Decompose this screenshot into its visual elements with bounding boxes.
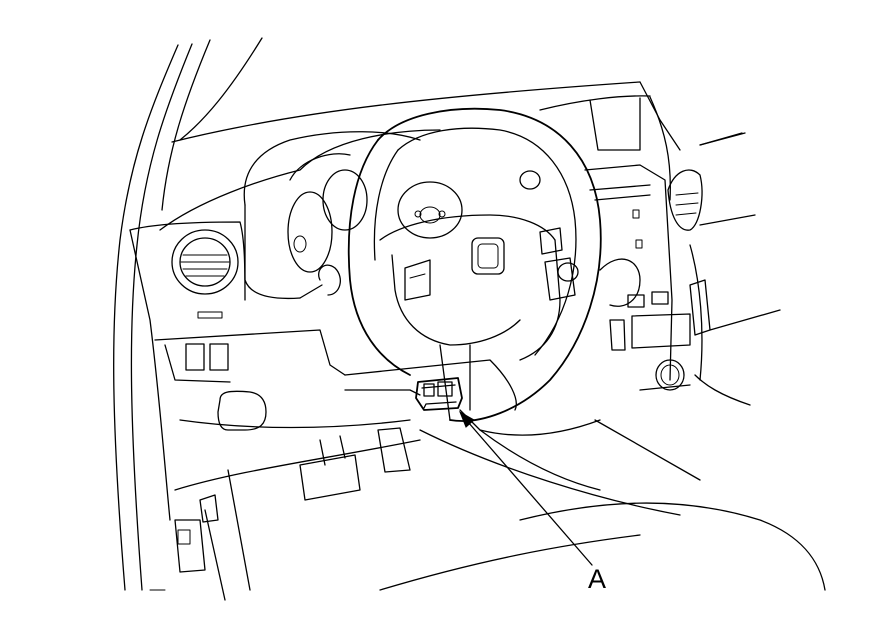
center-stack: [584, 164, 691, 391]
pedals: [299, 427, 411, 501]
left-switch-2: [209, 343, 229, 371]
lower-dashboard: [129, 229, 421, 601]
speedometer-gauge: [322, 169, 368, 231]
tachometer-gauge: [287, 191, 333, 273]
left-knee-bin: [217, 390, 267, 431]
a-pillar: [113, 37, 263, 591]
center-button-right: [651, 291, 669, 305]
brake-pedal: [299, 454, 361, 501]
steering-column: [299, 258, 641, 436]
horn-logo: [471, 237, 505, 275]
left-air-vent: [129, 221, 246, 319]
left-wheel-buttons: [404, 259, 431, 301]
right-air-vent: [667, 132, 781, 406]
obd-connector: [415, 377, 463, 411]
center-knob: [655, 359, 685, 391]
steering-wheel: [347, 107, 602, 422]
cluster-knob: [519, 170, 541, 190]
accelerator-pedal: [377, 427, 411, 473]
dashboard-top: [159, 81, 743, 231]
center-button-left: [627, 294, 645, 308]
floor-lines: [379, 419, 826, 591]
right-wheel-buttons: [539, 227, 563, 255]
callout-label-a: A: [588, 564, 607, 594]
callout-leader: [459, 410, 593, 566]
fuel-gauge: [397, 181, 463, 239]
left-switch-1: [185, 343, 205, 371]
